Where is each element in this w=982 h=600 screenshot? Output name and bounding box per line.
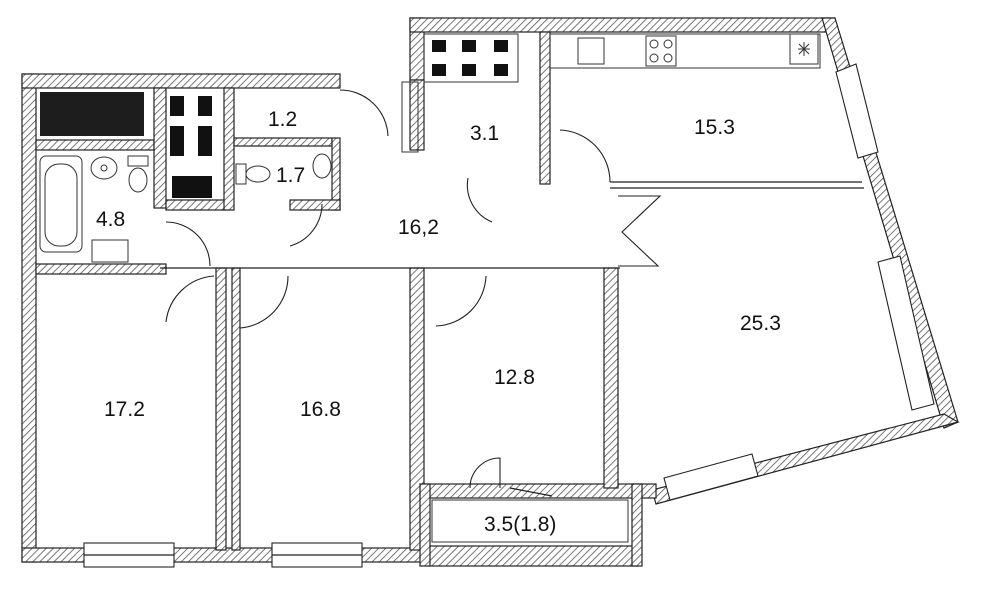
interior-walls xyxy=(35,31,864,567)
wall-wc-right xyxy=(331,137,341,211)
washbasin-icon xyxy=(312,153,332,179)
toilet-icon xyxy=(235,163,271,185)
wall-top-left xyxy=(21,73,341,89)
toilet-icon xyxy=(127,155,149,193)
door-storage xyxy=(466,177,493,223)
balcony-rail xyxy=(431,499,629,543)
wall-bedroom2-right xyxy=(603,267,619,489)
window-living-bottom xyxy=(663,453,759,501)
wall-top-right xyxy=(409,17,836,33)
door-living-double xyxy=(618,195,662,267)
room-label-hall: 16,2 xyxy=(398,216,439,239)
door-bedroom-2 xyxy=(435,275,487,327)
fixtures xyxy=(39,33,821,543)
bathtub-icon xyxy=(39,155,83,253)
cooktop-icon xyxy=(645,35,677,67)
windows xyxy=(83,63,935,568)
wall-balcony-bottom xyxy=(427,545,639,567)
doors xyxy=(165,89,662,497)
wall-balcony-top xyxy=(419,483,657,499)
wall-wc-bottom xyxy=(289,199,341,211)
wall-balcony-right xyxy=(631,483,643,567)
room-label-bedroom-2: 12.8 xyxy=(494,366,535,389)
door-bathroom xyxy=(165,221,211,267)
room-label-bathroom: 4.8 xyxy=(96,208,125,231)
kitchen-counter xyxy=(549,33,821,69)
wall-shaft-bottom xyxy=(165,199,227,211)
room-label-bedroom-middle: 16.8 xyxy=(300,398,341,421)
storage-shelves xyxy=(423,33,519,83)
wall-balcony-left xyxy=(419,483,431,567)
washbasin-icon xyxy=(90,156,118,180)
fridge-icon xyxy=(789,33,819,65)
shaft-block xyxy=(40,92,144,136)
wall-bedrooms-divider-b xyxy=(231,267,241,551)
door-wc xyxy=(289,203,323,247)
wall-storage-right xyxy=(539,31,551,185)
room-label-balcony: 3.5(1.8) xyxy=(484,513,556,536)
door-kitchen xyxy=(559,129,611,183)
sink-icon xyxy=(577,37,605,65)
wall-bath-bottom xyxy=(35,263,167,275)
room-label-kitchen: 15.3 xyxy=(694,116,735,139)
wall-bath-right xyxy=(153,87,167,209)
window-kitchen xyxy=(835,63,879,159)
wall-left xyxy=(21,73,37,563)
wall-wc-left xyxy=(223,87,235,211)
wall-bath-top xyxy=(35,139,155,151)
door-bedroom-left xyxy=(165,275,215,323)
door-bedroom-middle xyxy=(239,275,289,329)
room-label-living: 25.3 xyxy=(740,312,781,335)
room-label-wc: 1.7 xyxy=(276,164,305,187)
wall-wc-top xyxy=(233,137,333,147)
window-living xyxy=(877,255,935,411)
room-label-pantry: 1.2 xyxy=(268,108,297,131)
radiator xyxy=(401,81,419,153)
room-labels: 1.2 1.7 3.1 15.3 4.8 16,2 25.3 12.8 17.2… xyxy=(96,108,781,536)
room-label-storage: 3.1 xyxy=(470,122,499,145)
door-balcony xyxy=(469,457,501,489)
door-pantry xyxy=(339,89,389,137)
washing-machine-icon xyxy=(91,239,129,263)
wall-storage-left xyxy=(409,79,425,151)
wall-bedrooms-divider-a xyxy=(215,267,227,551)
room-label-bedroom-left: 17.2 xyxy=(104,398,145,421)
